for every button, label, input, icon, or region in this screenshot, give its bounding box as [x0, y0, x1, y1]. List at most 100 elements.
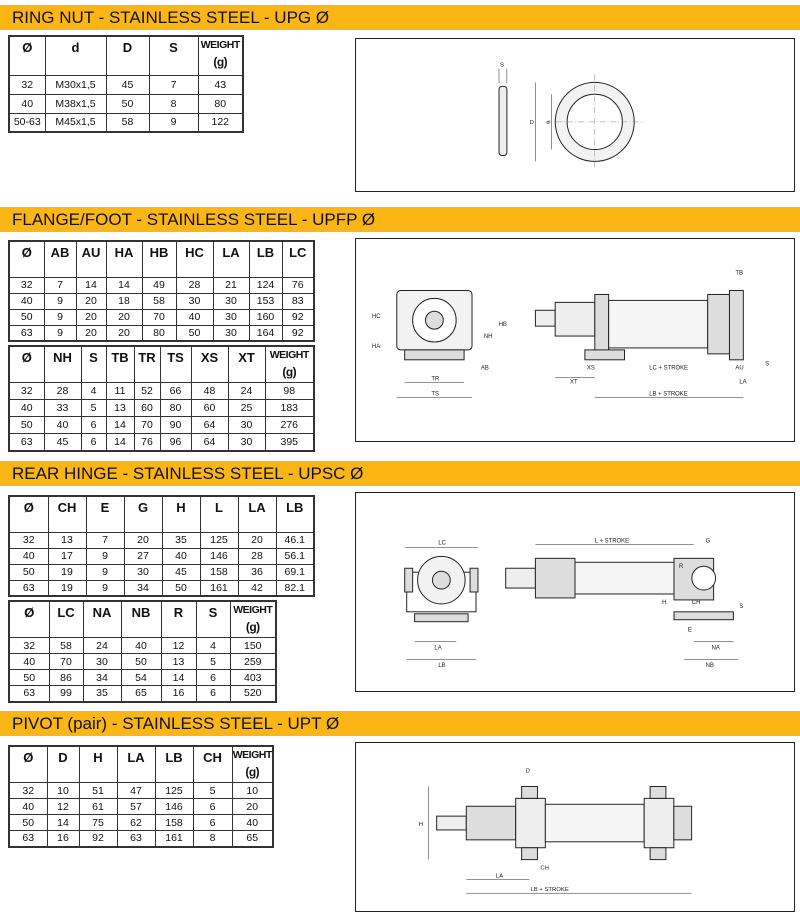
table-cell: 20: [105, 308, 143, 326]
table-cell: 21: [212, 276, 250, 294]
table-cell: 60: [133, 399, 161, 417]
ring-nut-drawing: S D d: [355, 38, 795, 192]
table-cell: 20: [231, 798, 274, 815]
column-header: LC: [48, 600, 84, 638]
table-cell: 65: [231, 830, 274, 847]
table-cell: 58: [105, 112, 150, 133]
table-cell: 9: [85, 579, 125, 597]
column-header: CH: [47, 495, 87, 533]
table-cell: 125: [199, 531, 239, 549]
table-cell: 92: [281, 324, 315, 342]
table-cell: 7: [85, 531, 125, 549]
table-cell: 28: [175, 276, 214, 294]
table-cell: 161: [154, 830, 194, 847]
table-cell: 50-63: [8, 112, 46, 133]
table-cell: 40: [8, 798, 48, 815]
column-header: Ø: [8, 35, 46, 76]
table-cell: 45: [105, 74, 150, 95]
svg-text:TR: TR: [431, 377, 440, 383]
table-cell: 19: [47, 579, 87, 597]
table-cell: 40: [8, 653, 50, 670]
table-cell: 13: [105, 399, 135, 417]
table-cell: 276: [264, 416, 315, 434]
column-header: LA: [237, 495, 277, 533]
table-cell: 46.1: [275, 531, 315, 549]
table-cell: 14: [105, 276, 143, 294]
svg-text:LC: LC: [438, 540, 446, 546]
table-cell: 50: [8, 669, 50, 686]
table-cell: 98: [264, 382, 315, 400]
table-cell: 96: [159, 433, 192, 451]
svg-text:LB: LB: [438, 663, 445, 669]
table-cell: 25: [227, 399, 266, 417]
table-cell: 50: [105, 93, 150, 114]
table-cell: 395: [264, 433, 315, 451]
table-cell: M45x1,5: [44, 112, 107, 133]
svg-text:NB: NB: [706, 663, 714, 669]
column-header: TR: [133, 345, 161, 383]
svg-text:AB: AB: [481, 366, 489, 372]
table-cell: 10: [231, 782, 274, 799]
table-cell: 5: [80, 399, 107, 417]
table-cell: 8: [192, 830, 233, 847]
column-header: HB: [141, 240, 177, 278]
table-cell: 10: [46, 782, 80, 799]
table-cell: 150: [229, 637, 277, 654]
table-cell: 259: [229, 653, 277, 670]
table-cell: 24: [227, 382, 266, 400]
table-cell: 40: [231, 814, 274, 831]
svg-text:CH: CH: [540, 865, 549, 871]
column-header: S: [148, 35, 199, 76]
table-cell: 63: [8, 324, 45, 342]
column-header: AU: [75, 240, 107, 278]
svg-text:S: S: [765, 362, 769, 368]
column-header: WEIGHT(g): [231, 745, 274, 783]
column-header: Ø: [8, 240, 45, 278]
table-cell: 6: [80, 433, 107, 451]
table-cell: 7: [43, 276, 77, 294]
table-cell: 61: [78, 798, 118, 815]
column-header: H: [78, 745, 118, 783]
table-cell: 16: [46, 830, 80, 847]
svg-text:NA: NA: [712, 645, 720, 651]
column-header: Ø: [8, 745, 48, 783]
column-header: WEIGHT(g): [264, 345, 315, 383]
table-cell: 35: [161, 531, 201, 549]
table-cell: 50: [161, 579, 201, 597]
column-header: LA: [116, 745, 156, 783]
table-cell: 63: [116, 830, 156, 847]
table-cell: 14: [105, 416, 135, 434]
table-cell: 32: [8, 531, 49, 549]
rear-hinge-drawing: LC L + STROKE G R H CH S E LA NA LB NB: [355, 492, 795, 692]
table-cell: 146: [199, 547, 239, 565]
table-cell: 20: [75, 308, 107, 326]
table-cell: 30: [175, 292, 214, 310]
table-cell: 161: [199, 579, 239, 597]
svg-text:LA: LA: [496, 873, 503, 879]
table-cell: 80: [197, 93, 244, 114]
table-cell: 9: [43, 292, 77, 310]
column-header: R: [160, 600, 197, 638]
table-cell: 40: [43, 416, 82, 434]
table-cell: 20: [75, 292, 107, 310]
table-cell: 9: [43, 324, 77, 342]
table-cell: 125: [154, 782, 194, 799]
svg-text:HB: HB: [499, 322, 507, 328]
pivot-drawing: D H CH LA LB + STROKE: [355, 742, 795, 912]
table-cell: 4: [80, 382, 107, 400]
svg-text:AU: AU: [735, 366, 743, 372]
table-cell: 13: [47, 531, 87, 549]
column-header: AB: [43, 240, 77, 278]
table-cell: 12: [160, 637, 197, 654]
table-cell: 56.1: [275, 547, 315, 565]
